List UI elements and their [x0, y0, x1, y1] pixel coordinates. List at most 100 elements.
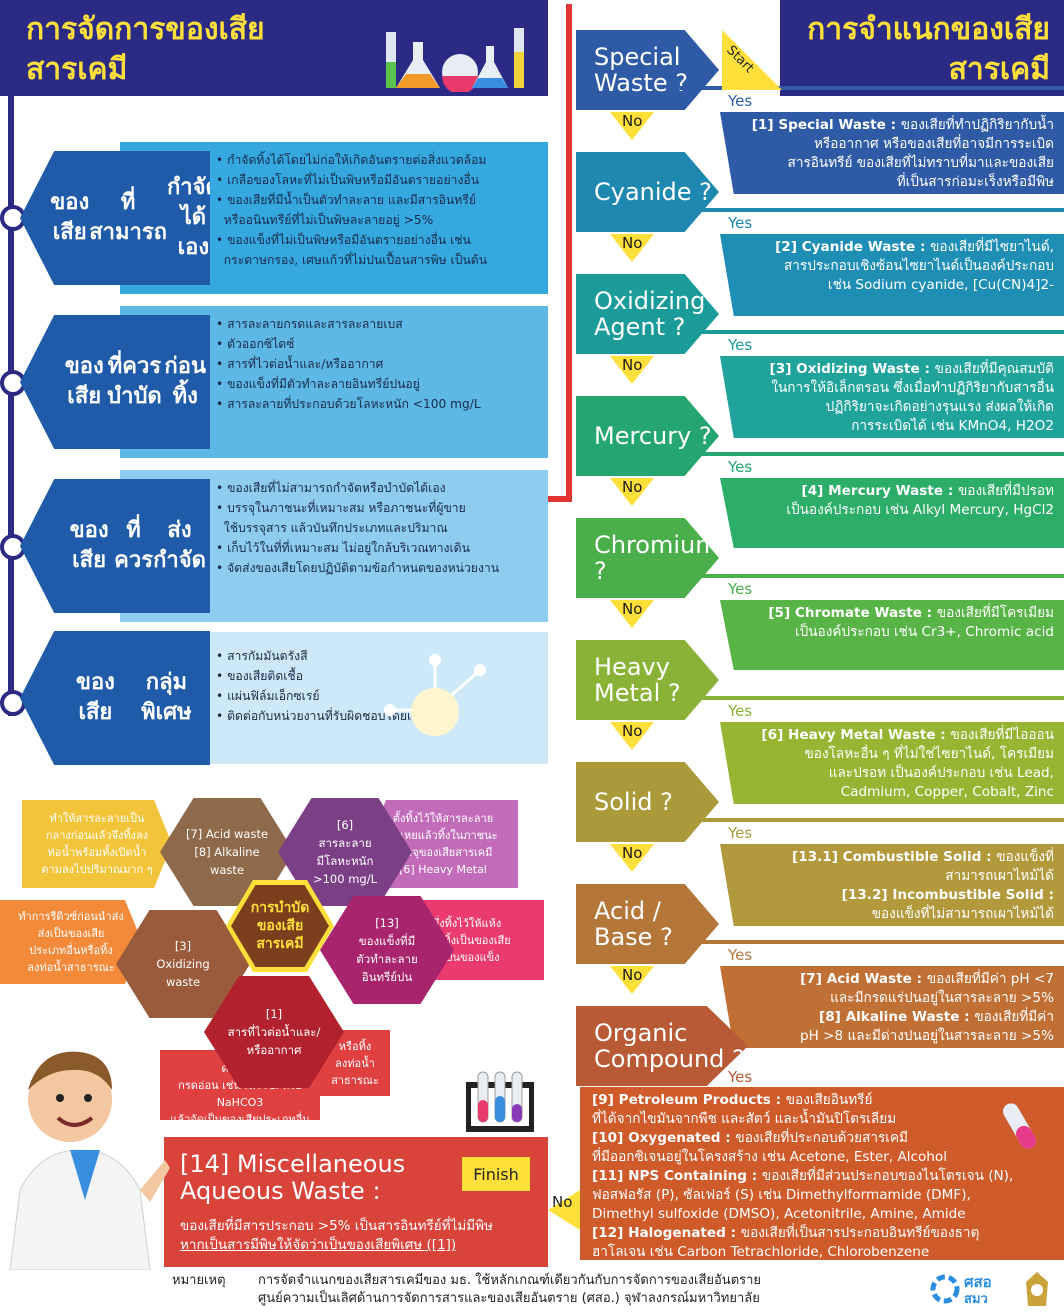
question-line: Acid /	[594, 897, 661, 925]
waste-class-desc: ที่เป็นสารก่อมะเร็งหรือมีพิษ	[896, 174, 1054, 190]
waste-class-desc: ของเสียที่มีคุณสมบัติ	[934, 361, 1054, 377]
waste-class-band: [2] Cyanide Waste : ของเสียที่มีไซยาไนด์…	[720, 234, 1064, 316]
waste-class-name: [2] Cyanide Waste :	[775, 239, 931, 255]
category-title-hex: ของเสียที่สามารถกำจัดได้เอง	[20, 151, 210, 285]
waste-class-desc: ของเสียที่มีโครเมียม	[936, 605, 1054, 621]
finish-badge: Finish	[462, 1157, 530, 1191]
waste-class-name: [4] Mercury Waste :	[801, 483, 959, 499]
waste-class-line: pH >8 และมีด่างปนอยู่ในสารละลาย >5%	[728, 1027, 1054, 1046]
treatment-hex-line: waste	[165, 975, 201, 989]
waste-class-desc: สารประกอบเชิงซ้อนไซยาไนด์เป็นองค์ประกอบ	[783, 258, 1054, 274]
scientist-illustration	[9, 1051, 170, 1270]
treatment-center-line: ของเสีย	[256, 918, 304, 934]
treatment-center-line: การบำบัด	[250, 900, 310, 916]
category-item: ใช้บรรจุสาร แล้วบันทึกประเภทและปริมาณ	[223, 521, 448, 535]
question-lines: Solid ?	[594, 789, 673, 815]
question-lines: Cyanide ?	[594, 179, 712, 205]
flow-connector-bar	[680, 330, 1064, 334]
category-title-hex: ของเสียกลุ่มพิเศษ	[20, 631, 210, 765]
category-item: แผ่นฟิล์มเอ็กซเรย์	[216, 686, 540, 706]
organic-class-desc: ของเสียที่ประกอบด้วยสารเคมี	[735, 1130, 908, 1146]
treatment-hex-line: อินทรีย์ปน	[361, 970, 413, 984]
organic-line: ที่ได้จากไขมันจากพืช และสัตว์ และน้ำมันป…	[592, 1110, 1032, 1129]
organic-line: [11] NPS Containing : ของเสียที่มีส่วนปร…	[592, 1167, 1032, 1186]
category-item: ของเสียที่ไม่สามารถกำจัดหรือบำบัดได้เอง	[216, 478, 540, 498]
organic-class-desc: ที่ได้จากไขมันจากพืช และสัตว์ และน้ำมันป…	[592, 1111, 897, 1127]
waste-class-name: [13.2] Incombustible Solid :	[841, 887, 1054, 903]
flow-question: Chromium ?	[576, 518, 719, 598]
flow-connector-bar	[680, 940, 1064, 944]
question-line: Solid ?	[594, 788, 673, 816]
question-line: Cyanide ?	[594, 178, 712, 206]
yes-label: Yes	[728, 458, 753, 476]
waste-class-desc: pH >8 และมีด่างปนอยู่ในสารละลาย >5%	[799, 1028, 1054, 1044]
treatment-note-line: ตามลงไปปริมาณมาก ๆ	[41, 863, 153, 876]
category-item: กระดาษกรอง, เศษแก้วที่ไม่ปนเปื้อนสารพิษ …	[223, 253, 488, 267]
category-item: สารละลายที่ประกอบด้วยโลหะหนัก <100 mg/L	[216, 394, 540, 414]
waste-class-band: [13.1] Combustible Solid : ของแข็งที่สาม…	[720, 844, 1064, 926]
waste-class-text: [2] Cyanide Waste : ของเสียที่มีไซยาไนด์…	[728, 238, 1054, 295]
category-item: ของแข็งที่ไม่เป็นพิษหรือมีอันตรายอย่างอื…	[216, 230, 540, 250]
waste-category-box: ของเสียที่สามารถกำจัดได้เองกำจัดทิ้งได้โ…	[20, 142, 548, 294]
category-item: จัดส่งของเสียโดยปฏิบัติตามข้อกำหนดของหน่…	[216, 558, 540, 578]
treatment-note-text: ทำการรีดิวซ์ก่อนนำส่งส่งเป็นของเสียประเภ…	[18, 908, 123, 976]
organic-line: [12] Halogenated : ของเสียที่เป็นสารประก…	[592, 1224, 1032, 1243]
waste-class-line: [1] Special Waste : ของเสียที่ทำปฏิกิริย…	[728, 116, 1054, 135]
waste-class-name: [6] Heavy Metal Waste :	[761, 727, 951, 743]
waste-class-line: [7] Acid Waste : ของเสียที่มีค่า pH <7	[728, 970, 1054, 989]
waste-class-band: [3] Oxidizing Waste : ของเสียที่มีคุณสมบ…	[720, 356, 1064, 438]
waste-class-line: [5] Chromate Waste : ของเสียที่มีโครเมีย…	[728, 604, 1054, 623]
waste-class-desc: หรืออากาศ หรือของเสียที่อาจมีการระเบิด	[813, 136, 1054, 152]
waste-class-band: [1] Special Waste : ของเสียที่ทำปฏิกิริย…	[720, 112, 1064, 194]
category-item: สารกัมมันตรังสี	[216, 646, 540, 666]
category-title: ของเสียกลุ่มพิเศษ	[64, 631, 206, 765]
organic-class-desc: ของเสียที่มีส่วนประกอบของไนโตรเจน (N),	[761, 1168, 1014, 1184]
treatment-hex-line: [13]	[375, 916, 399, 930]
treatment-note-text: ตั้งทิ้งไว้ให้สารละลายระเหยแล้วทิ้งในภาช…	[388, 810, 497, 878]
category-title-line: ของเสีย	[64, 354, 104, 409]
category-title-line: กลุ่มพิเศษ	[141, 670, 192, 725]
treatment-note-line: ประเภทอื่นหรือทิ้ง	[29, 944, 113, 957]
waste-class-line: [6] Heavy Metal Waste : ของเสียที่มีไอออ…	[728, 726, 1054, 745]
waste-class-line: [2] Cyanide Waste : ของเสียที่มีไซยาไนด์…	[728, 238, 1054, 257]
red-connector-stub	[548, 496, 572, 502]
category-item: เกลือของโลหะที่ไม่เป็นพิษหรือมีอันตรายอย…	[216, 170, 540, 190]
waste-class-line: เป็นองค์ประกอบ เช่น Alkyl Mercury, HgCl2	[728, 501, 1054, 520]
waste-class-desc: Cadmium, Copper, Cobalt, Zinc	[840, 784, 1054, 800]
organic-class-name: [11] NPS Containing :	[592, 1168, 762, 1184]
left-title-line1: การจัดการของเสีย	[26, 12, 265, 47]
waste-class-line: [13.1] Combustible Solid : ของแข็งที่	[728, 848, 1054, 867]
treatment-hex-line: ของแข็งที่มี	[358, 934, 416, 948]
flow-connector-bar	[680, 818, 1064, 822]
footer-line2: ศูนย์ความเป็นเลิศด้านการจัดการสารและของเ…	[258, 1291, 760, 1306]
waste-class-line: Cadmium, Copper, Cobalt, Zinc	[728, 783, 1054, 802]
treatment-note: ทำให้สารละลายเป็นกลางก่อนแล้วจึงทิ้งลงท่…	[22, 800, 172, 888]
category-title-line: ที่ควรบำบัด	[107, 354, 162, 409]
category-item: บรรจุในภาชนะที่เหมาะสม หรือภาชนะที่ผู้ขา…	[216, 498, 540, 518]
treatment-hex-line: >100 mg/L	[312, 872, 378, 886]
treatment-hex: [13]ของแข็งที่มีตัวทำละลายอินทรีย์ปน	[320, 896, 454, 1004]
question-text: Acid /Base ?	[594, 884, 673, 964]
question-line: Waste ?	[594, 69, 688, 97]
no-label: No	[622, 356, 643, 374]
test-tube-icon	[1003, 1103, 1036, 1149]
treatment-note-line: ทำให้สารละลายเป็น	[49, 812, 145, 825]
no-label: No	[622, 112, 643, 130]
left-header: การจัดการของเสีย สารเคมี	[0, 0, 548, 96]
category-item: ของแข็งที่มีตัวทำละลายอินทรีย์ปนอยู่	[216, 374, 540, 394]
waste-class-line: ของแข็งที่ไม่สามารถเผาไหม้ได้	[728, 905, 1054, 924]
category-title-line: ส่งกำจัด	[153, 518, 206, 573]
waste-class-line: หรืออากาศ หรือของเสียที่อาจมีการระเบิด	[728, 135, 1054, 154]
category-item: ติดต่อกับหน่วยงานที่รับผิดชอบโดยเฉพาะ	[216, 706, 540, 726]
waste-class-line: [13.2] Incombustible Solid :	[728, 886, 1054, 905]
misc-desc-line1: ของเสียที่มีสารประกอบ >5% เป็นสารอินทรีย…	[180, 1218, 493, 1234]
logo-text: ศสอ	[964, 1273, 992, 1291]
flow-question: Acid /Base ?	[576, 884, 719, 964]
waste-class-line: ที่เป็นสารก่อมะเร็งหรือมีพิษ	[728, 173, 1054, 192]
treatment-note-line: ผึ่งทิ้งไว้ให้แห้ง	[432, 916, 502, 930]
